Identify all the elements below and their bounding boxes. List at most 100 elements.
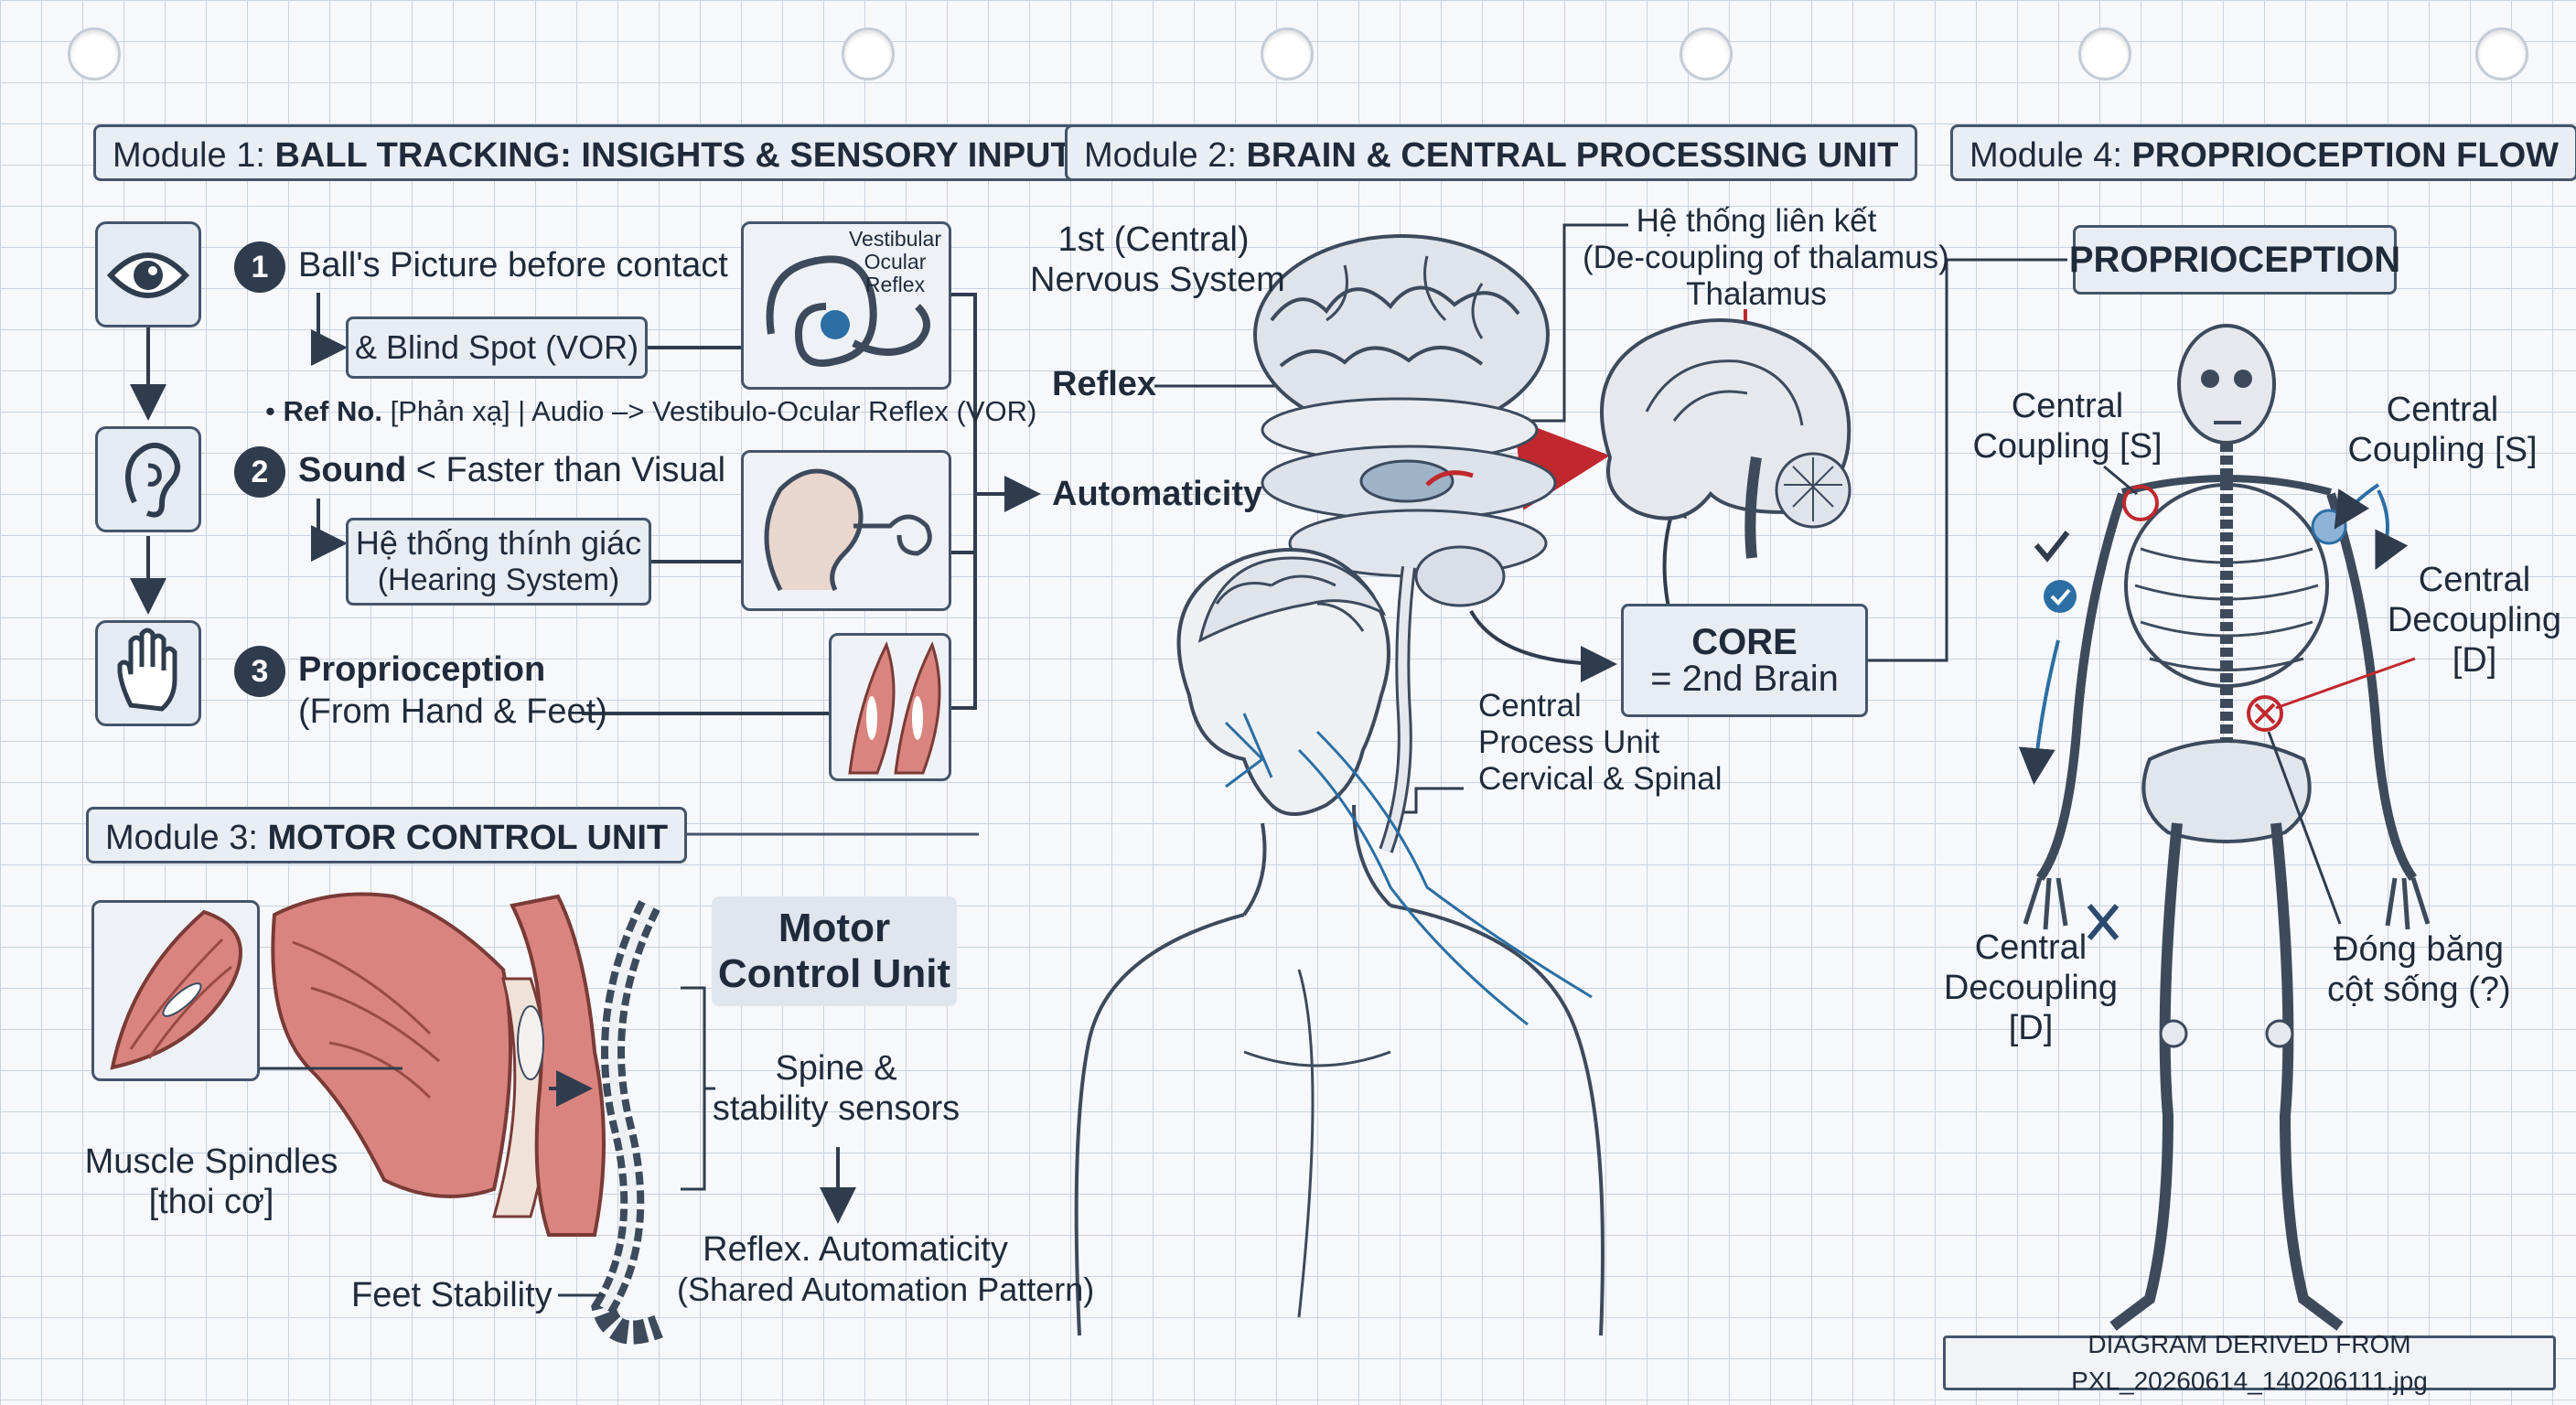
muscle-thumbnail xyxy=(829,633,951,781)
cpu-label: Central Process Unit Cervical & Spinal xyxy=(1478,688,1723,798)
module4-heading: PROPRIOCEPTION FLOW xyxy=(2131,136,2560,175)
footer-caption: DIAGRAM DERIVED FROM PXL_20260614_140206… xyxy=(1943,1330,2556,1395)
link-line1: Hệ thống liên kết xyxy=(1636,203,1877,239)
motor-line1: Motor xyxy=(778,906,891,950)
eye-icon xyxy=(95,221,201,327)
cns-label: 1st (Central) Nervous System xyxy=(1030,220,1285,300)
muscle-spindles-label: Muscle Spindles [thoi cơ] xyxy=(79,1142,344,1222)
right-coupling-line1: Central xyxy=(2386,391,2499,429)
muscle-spindle-thumbnail xyxy=(91,900,260,1081)
spindle-line1: Muscle Spindles xyxy=(84,1142,338,1181)
hearing-line2: (Hearing System) xyxy=(377,563,620,597)
sound-text: Sound < Faster than Visual xyxy=(298,450,725,490)
punch-hole xyxy=(2475,27,2528,80)
reflex-automaticity-line2: (Shared Automation Pattern) xyxy=(677,1271,1095,1308)
module1-heading: BALL TRACKING: INSIGHTS & SENSORY INPUTS xyxy=(274,136,1096,175)
left-coupling-line2: Coupling [S] xyxy=(1972,427,2163,466)
sound-label: Sound xyxy=(298,451,407,489)
step-number-3: 3 xyxy=(234,646,285,697)
spine-freeze-line1: Đóng băng xyxy=(2334,930,2504,969)
module4-title: Module 4: PROPRIOCEPTION FLOW xyxy=(1950,124,2576,181)
link-line2: (De-coupling of thalamus) xyxy=(1583,240,1949,275)
left-decoupling-line1: Central xyxy=(1974,928,2088,967)
core-subtitle: = 2nd Brain xyxy=(1650,659,1839,699)
ref-bullet: • xyxy=(265,395,284,427)
module2-heading: BRAIN & CENTRAL PROCESSING UNIT xyxy=(1246,136,1899,175)
right-decoupling-line3: [D] xyxy=(2452,641,2497,680)
vor-line3: Reflex xyxy=(864,273,926,296)
torso-muscle-illustration xyxy=(271,892,606,1237)
module2-prefix: Module 2: xyxy=(1084,136,1247,175)
brain-illustration xyxy=(1253,234,1557,853)
proprioception-label: Proprioception xyxy=(298,650,546,689)
ref-text: [Phản xạ] | Audio –> Vestibulo-Ocular Re… xyxy=(390,395,1037,427)
inner-ear-illustration xyxy=(766,255,930,367)
spine-freeze-line2: cột sống (?) xyxy=(2327,971,2511,1009)
linking-system-label: Hệ thống liên kết (De-coupling of thalam… xyxy=(1583,203,1949,313)
spine-sensors-label: Spine & stability sensors xyxy=(708,1048,964,1129)
punch-hole xyxy=(2078,27,2131,80)
blind-spot-label: & Blind Spot (VOR) xyxy=(354,328,639,366)
sagittal-brain-illustration xyxy=(1600,318,1852,559)
automaticity-label: Automaticity xyxy=(1052,475,1263,513)
ear-icon xyxy=(95,426,201,532)
spindle-line2: [thoi cơ] xyxy=(148,1183,274,1221)
step-number-1: 1 xyxy=(234,241,285,293)
step-number-2: 2 xyxy=(234,446,285,498)
reflex-automaticity-line1: Reflex. Automaticity xyxy=(703,1230,1008,1269)
punch-hole xyxy=(1680,27,1733,80)
punch-hole xyxy=(842,27,895,80)
proprioception-header-box: PROPRIOCEPTION xyxy=(2069,225,2400,295)
spine-freeze-label: Đóng băng cột sống (?) xyxy=(2327,929,2511,1010)
spine-illustration xyxy=(591,900,663,1345)
ref-label: Ref No. xyxy=(283,395,382,427)
ref-note: • Ref No. [Phản xạ] | Audio –> Vestibulo… xyxy=(265,391,1036,432)
footer-text: DIAGRAM DERIVED FROM PXL_20260614_140206… xyxy=(2071,1330,2428,1395)
cpu-line1: Central xyxy=(1478,688,1582,724)
left-coupling-label: Central Coupling [S] xyxy=(1967,386,2168,467)
reflex-label: Reflex xyxy=(1052,365,1157,403)
hearing-system-box: Hệ thống thính giác (Hearing System) xyxy=(346,518,651,606)
motor-control-unit-box: Motor Control Unit xyxy=(712,896,957,1006)
core-box: CORE = 2nd Brain xyxy=(1621,604,1868,717)
muscle-fiber-illustration xyxy=(848,641,941,775)
reflex-automaticity-label: Reflex. Automaticity (Shared Automation … xyxy=(677,1229,1095,1310)
vor-label: Vestibular Ocular Reflex xyxy=(849,228,941,296)
cpu-line3: Cervical & Spinal xyxy=(1478,761,1723,797)
muscle-spindle-illustration xyxy=(110,909,242,1070)
proprioception-source: (From Hand & Feet) xyxy=(298,692,607,731)
cpu-line2: Process Unit xyxy=(1478,724,1660,760)
ear-anatomy-thumbnail xyxy=(741,450,951,611)
module3-title: Module 3: MOTOR CONTROL UNIT xyxy=(86,807,688,863)
left-coupling-line1: Central xyxy=(2011,387,2124,425)
sound-compare: < Faster than Visual xyxy=(415,451,726,489)
left-decoupling-label: Central Decoupling [D] xyxy=(1939,928,2122,1048)
vor-line2: Ocular xyxy=(864,250,927,273)
vor-thumbnail: Vestibular Ocular Reflex xyxy=(741,221,951,390)
feet-stability-label: Feet Stability xyxy=(351,1276,553,1314)
blind-spot-box: & Blind Spot (VOR) xyxy=(346,316,648,379)
right-coupling-label: Central Coupling [S] xyxy=(2342,390,2543,470)
module1-prefix: Module 1: xyxy=(113,136,275,175)
module4-prefix: Module 4: xyxy=(1970,136,2132,175)
cns-line2: Nervous System xyxy=(1030,261,1285,299)
motor-line2: Control Unit xyxy=(717,951,951,996)
core-title: CORE xyxy=(1691,622,1798,662)
punch-hole xyxy=(68,27,121,80)
hand-icon xyxy=(95,620,201,726)
proprioception-header: PROPRIOCEPTION xyxy=(2068,240,2401,280)
right-coupling-line2: Coupling [S] xyxy=(2347,431,2538,469)
head-torso-illustration xyxy=(1074,548,1605,1336)
hearing-line1: Hệ thống thính giác xyxy=(355,524,642,562)
right-decoupling-label: Central Decoupling [D] xyxy=(2378,560,2571,681)
link-line3: Thalamus xyxy=(1686,276,1827,312)
ball-picture-text: Ball's Picture before contact xyxy=(298,246,728,284)
left-decoupling-line3: [D] xyxy=(2008,1009,2054,1047)
right-decoupling-line1: Central xyxy=(2418,561,2531,599)
punch-hole xyxy=(1261,27,1314,80)
spine-sensors-line1: Spine & xyxy=(775,1049,897,1088)
spine-sensors-line2: stability sensors xyxy=(712,1089,961,1128)
module2-title: Module 2: BRAIN & CENTRAL PROCESSING UNI… xyxy=(1065,124,1918,181)
vor-line1: Vestibular xyxy=(848,227,941,251)
